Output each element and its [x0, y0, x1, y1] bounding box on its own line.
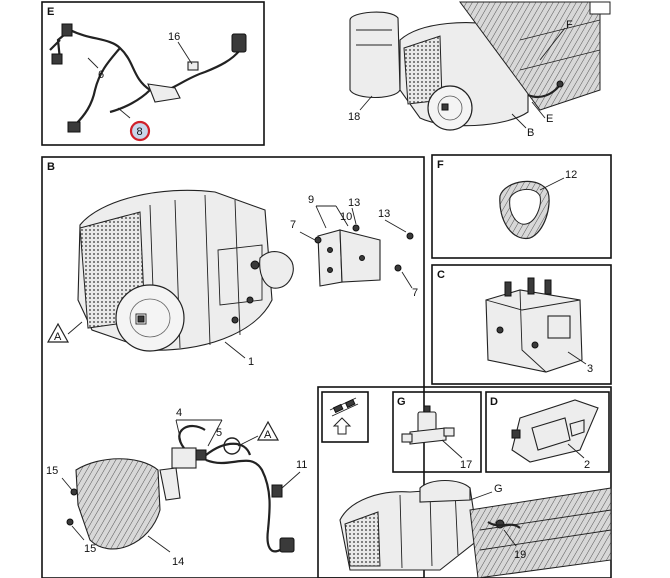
overview-callout-b: B — [527, 127, 534, 139]
screw-15-upper — [70, 488, 78, 496]
section-marker-a-upper — [46, 322, 70, 343]
callout-14: 14 — [172, 556, 184, 568]
harness-clip — [187, 61, 199, 71]
panel-c-frame — [431, 264, 612, 385]
highlighted-callout-ring[interactable] — [129, 120, 151, 142]
harness-clip-lower — [271, 484, 283, 498]
callout-19: 19 — [514, 549, 526, 561]
wiring-harness-e — [49, 23, 247, 133]
panel-c: C 3 — [431, 264, 612, 385]
callout-13-right: 13 — [378, 208, 390, 220]
callout-7-right: 7 — [412, 287, 418, 299]
harness-connector-bottom — [67, 121, 81, 133]
panel-g-label: G — [397, 396, 406, 408]
callout-5: 5 — [216, 427, 222, 439]
control-unit-d — [511, 399, 599, 463]
callout-16: 16 — [168, 31, 180, 43]
panel-d-label: D — [490, 396, 498, 408]
overview-callout-18: 18 — [348, 111, 360, 123]
callout-13-upper: 13 — [348, 197, 360, 209]
harness-ring — [223, 437, 241, 455]
lower-right-frame — [317, 386, 612, 578]
fluid-tank — [349, 11, 401, 99]
panel-b-label: B — [47, 161, 55, 173]
heat-shield — [75, 458, 161, 550]
callout-7-left: 7 — [290, 219, 296, 231]
overview-callout-e: E — [546, 113, 553, 125]
section-marker-a-lower-label: A — [264, 429, 272, 441]
panel-b-frame — [41, 156, 425, 578]
callout-g-lower: G — [494, 483, 503, 495]
unit-inlet-ring — [259, 251, 294, 289]
sensor-module — [171, 447, 197, 469]
aftertreatment-unit — [77, 189, 294, 352]
harness-connector-top-left — [61, 23, 73, 37]
callout-17: 17 — [460, 459, 472, 471]
panel-d-frame — [485, 391, 610, 473]
callout-12: 12 — [565, 169, 577, 181]
bolt-7-right — [394, 264, 402, 272]
up-arrow-icon — [332, 417, 352, 435]
bolt-13-right — [406, 232, 414, 240]
harness-connector-top-right — [231, 33, 247, 53]
mounting-bracket — [314, 224, 414, 287]
callout-9: 9 — [308, 194, 314, 206]
callout-4: 4 — [176, 407, 182, 419]
callout-10: 10 — [340, 211, 352, 223]
callout-3: 3 — [587, 363, 593, 375]
overview-callout-f: F — [566, 19, 573, 31]
installed-assembly-lower — [339, 479, 612, 578]
panel-e: E 16 6 8 — [41, 1, 265, 146]
panel-e-frame — [41, 1, 265, 146]
harness-connector-left — [51, 53, 63, 65]
panel-f-label: F — [437, 159, 444, 171]
harness-bracket — [147, 83, 181, 103]
section-marker-a-upper-label: A — [54, 331, 62, 343]
callout-15-upper: 15 — [46, 465, 58, 477]
bolt-13-upper — [352, 224, 360, 232]
panel-g-frame — [392, 391, 482, 473]
screw-15-lower — [66, 518, 74, 526]
dosing-module-c — [485, 277, 583, 373]
panel-f: F 12 — [431, 154, 612, 259]
sensor-harness — [159, 424, 295, 553]
callout-6: 6 — [98, 69, 104, 81]
overview-assembly: F E B 18 — [348, 1, 611, 139]
harness-connector-lower — [279, 537, 295, 553]
callout-11: 11 — [296, 459, 307, 471]
unit-outlet-disc — [115, 284, 185, 352]
callout-15-lower: 15 — [84, 543, 96, 555]
callout-8[interactable]: 8 — [137, 126, 143, 138]
panel-b: B 1 A — [41, 156, 425, 578]
overview-outlet-disc — [427, 85, 473, 131]
bolt-7-left — [314, 236, 322, 244]
panel-c-label: C — [437, 269, 445, 281]
lower-right-group: G 17 D 2 — [317, 386, 612, 578]
callout-2: 2 — [584, 459, 590, 471]
connector-legend-box — [321, 391, 369, 443]
panel-f-frame — [431, 154, 612, 259]
solenoid-valve-g — [401, 405, 455, 445]
callout-1: 1 — [248, 356, 254, 368]
panel-e-label: E — [47, 6, 54, 18]
section-marker-a-lower — [256, 420, 280, 441]
